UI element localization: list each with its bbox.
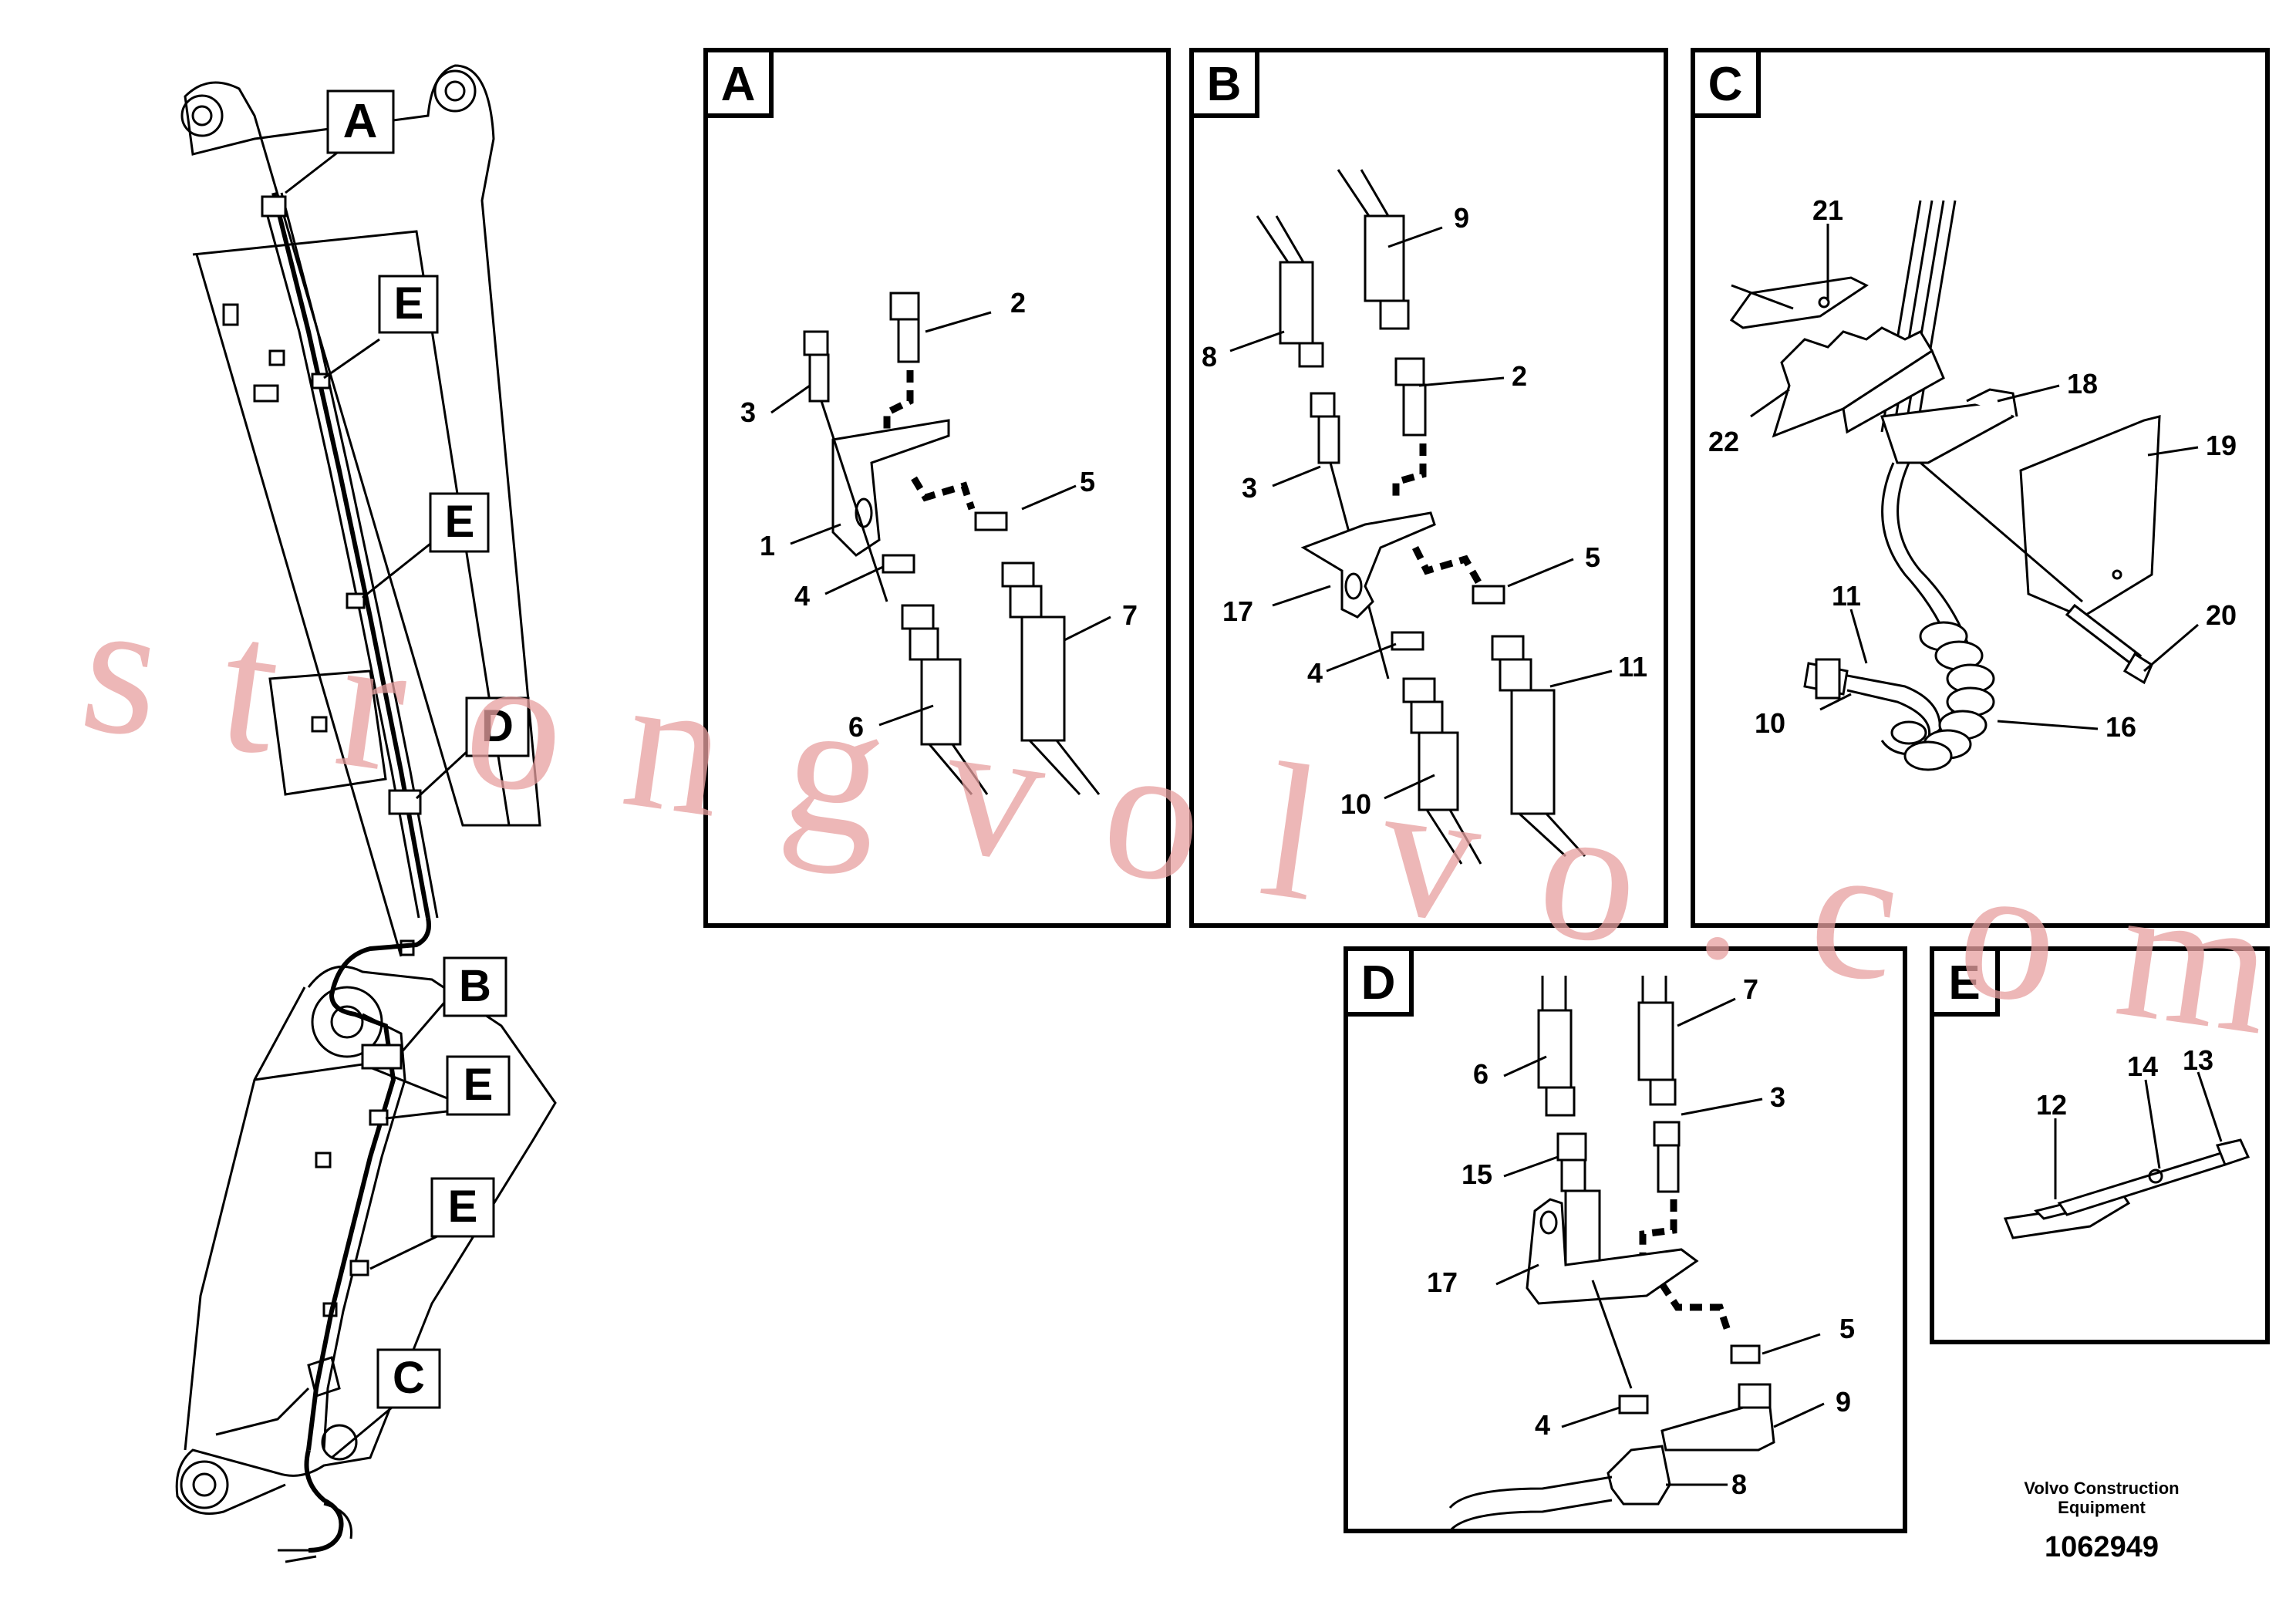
callout-9: 9: [1836, 1386, 1851, 1418]
boom-arm-overview: [175, 64, 557, 1563]
company-name-line2: Equipment: [2058, 1498, 2146, 1517]
overview-tag-e[interactable]: E: [378, 275, 439, 334]
overview-tag-e[interactable]: E: [430, 1177, 495, 1238]
callout-13: 13: [2183, 1044, 2213, 1076]
callout-10: 10: [1340, 788, 1371, 820]
callout-6: 6: [1473, 1058, 1489, 1090]
tag-letter: E: [394, 278, 424, 329]
callout-3: 3: [1770, 1081, 1785, 1113]
panel-letter: A: [721, 58, 756, 111]
tag-letter: E: [445, 497, 475, 547]
callout-5: 5: [1585, 541, 1600, 573]
callout-6: 6: [848, 711, 864, 743]
company-name-line1: Volvo Construction: [2024, 1479, 2179, 1498]
callout-4: 4: [1307, 657, 1323, 689]
callout-16: 16: [2106, 711, 2136, 743]
tag-letter: D: [481, 701, 514, 751]
detail-panel-a: A 2 3 1 5: [703, 48, 1171, 928]
callout-4: 4: [794, 580, 810, 612]
panel-letter: D: [1361, 956, 1396, 1010]
detail-panel-c: C: [1691, 48, 2270, 928]
callout-17: 17: [1222, 595, 1253, 627]
callout-20: 21: [1812, 194, 1843, 226]
tag-letter: B: [459, 961, 491, 1011]
callout-3: 3: [740, 396, 756, 428]
drawing-number: 1062949: [2045, 1531, 2159, 1563]
callout-4: 4: [1535, 1409, 1550, 1441]
callout-22: 22: [1708, 426, 1739, 457]
panel-letter: B: [1207, 58, 1242, 111]
callout-11: 11: [1618, 651, 1647, 683]
callout-5: 5: [1080, 466, 1095, 497]
callout-7: 7: [1122, 599, 1138, 631]
detail-panel-d: D: [1344, 946, 1907, 1533]
overview-tag-e[interactable]: E: [446, 1055, 511, 1116]
callout-5: 5: [1839, 1313, 1855, 1344]
panel-letter: E: [1948, 956, 1980, 1010]
callout-8: 8: [1202, 341, 1217, 373]
overview-tag-a[interactable]: A: [326, 89, 395, 154]
callout-7: 7: [1743, 973, 1758, 1005]
callout-21: 20: [2206, 599, 2237, 631]
callout-15: 15: [1462, 1158, 1492, 1190]
tag-letter: E: [448, 1182, 478, 1232]
detail-panel-e: E 12 14 13: [1930, 946, 2270, 1344]
callout-1: 1: [760, 530, 775, 561]
callout-12: 12: [2036, 1089, 2067, 1121]
callout-9: 9: [1454, 202, 1469, 234]
overview-tag-b[interactable]: B: [443, 956, 507, 1017]
callout-2: 2: [1010, 287, 1026, 319]
overview-tag-e[interactable]: E: [429, 492, 490, 553]
callout-8: 8: [1731, 1469, 1747, 1500]
callout-3: 3: [1242, 472, 1257, 504]
callout-19: 19: [2206, 430, 2237, 461]
callout-11: 11: [1832, 580, 1861, 612]
callout-17: 17: [1427, 1266, 1458, 1298]
tag-letter: A: [343, 95, 378, 148]
footer-block: Volvo Construction Equipment 1062949: [2024, 1479, 2179, 1563]
callout-10: 10: [1755, 707, 1785, 739]
tag-letter: C: [393, 1353, 425, 1403]
callout-14: 14: [2127, 1050, 2158, 1082]
callout-18: 18: [2067, 368, 2098, 400]
detail-panel-b: B: [1189, 48, 1668, 928]
overview-tag-c[interactable]: C: [376, 1348, 441, 1409]
callout-2: 2: [1512, 360, 1527, 392]
panel-letter: C: [1708, 58, 1743, 111]
overview-tag-d[interactable]: D: [465, 696, 530, 757]
tag-letter: E: [464, 1060, 494, 1110]
